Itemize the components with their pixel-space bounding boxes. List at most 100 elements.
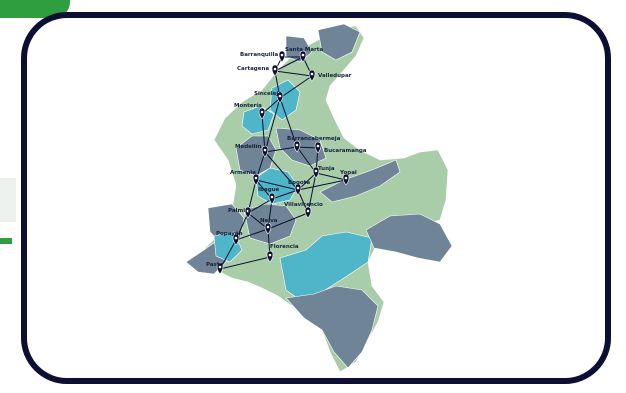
- map-pin-dot: [254, 176, 258, 180]
- city-marker[interactable]: Bucaramanga: [314, 141, 367, 154]
- map-region: [317, 23, 361, 61]
- map-pin-icon: [304, 206, 312, 219]
- route-line: [296, 146, 319, 149]
- route-line: [267, 212, 309, 230]
- map-region: [285, 285, 379, 369]
- route-line: [219, 256, 271, 270]
- map-pin-dot: [266, 225, 270, 229]
- city-label: Bogotá: [288, 179, 310, 186]
- map-pin-icon: [299, 50, 307, 63]
- map-region: [241, 105, 275, 135]
- city-marker[interactable]: Neiva: [260, 218, 278, 235]
- route-line: [271, 189, 299, 200]
- city-label: Armenia: [230, 170, 256, 176]
- map-pin-dot: [234, 236, 238, 240]
- city-label: Montería: [234, 102, 262, 109]
- city-marker[interactable]: Ibagué: [258, 186, 280, 205]
- city-marker[interactable]: Valledupar: [308, 69, 352, 82]
- city-marker[interactable]: Florencia: [266, 244, 299, 263]
- map-pin-dot: [296, 186, 300, 190]
- map-pin-icon: [266, 250, 274, 263]
- map-pin-icon: [216, 262, 224, 275]
- city-marker[interactable]: Pasto: [206, 262, 224, 275]
- map-pin-dot: [263, 148, 267, 152]
- city-label: Villavicencio: [284, 202, 323, 208]
- city-marker[interactable]: Montería: [234, 102, 266, 120]
- route-line: [261, 113, 266, 153]
- route-line: [279, 97, 298, 148]
- side-accent-bar: [0, 238, 12, 244]
- map-region: [365, 213, 453, 263]
- city-label: Florencia: [270, 244, 299, 250]
- city-label: Ibagué: [258, 186, 280, 193]
- city-label: Popayán: [216, 230, 243, 237]
- route-line: [274, 56, 304, 72]
- route-line: [264, 97, 281, 153]
- route-line: [235, 228, 269, 241]
- city-markers: Santa MartaBarranquillaCartagenaValledup…: [206, 47, 367, 275]
- city-marker[interactable]: Popayán: [216, 230, 243, 246]
- side-panel: [0, 178, 16, 222]
- city-label: Valledupar: [318, 73, 352, 79]
- map-pin-dot: [218, 265, 222, 269]
- map-pin-dot: [301, 53, 305, 57]
- city-marker[interactable]: Medellín: [235, 143, 269, 158]
- map-pin-icon: [293, 140, 301, 153]
- map-pin-icon: [314, 141, 322, 154]
- city-marker[interactable]: Barrancabermeja: [287, 136, 341, 153]
- city-marker[interactable]: Barranquilla: [240, 50, 286, 63]
- city-marker[interactable]: Villavicencio: [284, 202, 323, 219]
- city-marker[interactable]: Armenia: [230, 170, 260, 186]
- route-line: [297, 179, 347, 191]
- route-line: [247, 198, 273, 214]
- route-line: [307, 172, 317, 214]
- city-label: Barranquilla: [240, 52, 278, 58]
- route-line: [279, 75, 313, 99]
- map-pin-dot: [316, 144, 320, 148]
- city-label: Bucaramanga: [324, 148, 367, 154]
- map-pin-icon: [264, 222, 272, 235]
- route-line: [255, 179, 299, 191]
- city-marker[interactable]: Sincelejo: [254, 91, 284, 104]
- map-pin-dot: [314, 169, 318, 173]
- route-line: [296, 146, 317, 174]
- route-line: [274, 70, 313, 77]
- map-pin-dot: [295, 143, 299, 147]
- route-line: [264, 146, 298, 153]
- city-label: Medellín: [235, 143, 262, 150]
- map-pin-dot: [306, 209, 310, 213]
- map-pin-icon: [258, 107, 266, 120]
- map-pin-icon: [342, 173, 350, 186]
- map-pin-dot: [344, 176, 348, 180]
- map-pin-dot: [278, 94, 282, 98]
- city-marker[interactable]: Bogotá: [288, 179, 310, 196]
- city-marker[interactable]: Palmira: [228, 206, 252, 219]
- map-pin-icon: [268, 192, 276, 205]
- city-label: Sincelejo: [254, 91, 282, 97]
- city-marker[interactable]: Yopal: [339, 170, 357, 186]
- city-marker[interactable]: Santa Marta: [285, 47, 323, 63]
- city-label: Pasto: [206, 262, 223, 268]
- route-line: [315, 172, 347, 181]
- map-pin-dot: [310, 72, 314, 76]
- city-marker[interactable]: Cartagena: [237, 64, 279, 77]
- map-pin-icon: [276, 91, 284, 104]
- map-pin-icon: [232, 233, 240, 246]
- map-region: [255, 167, 299, 205]
- map-pin-icon: [278, 50, 286, 63]
- map-pin-dot: [270, 195, 274, 199]
- map-pin-icon: [308, 69, 316, 82]
- city-label: Yopal: [339, 170, 357, 176]
- map-pin-dot: [273, 67, 277, 71]
- city-marker[interactable]: Tunja: [312, 166, 335, 179]
- map-pin-dot: [260, 110, 264, 114]
- map-pin-icon: [312, 166, 320, 179]
- city-label: Tunja: [318, 166, 335, 172]
- city-label: Palmira: [228, 208, 252, 214]
- map-pin-icon: [252, 173, 260, 186]
- city-label: Neiva: [260, 218, 278, 224]
- city-label: Santa Marta: [285, 47, 323, 53]
- map-pin-dot: [268, 253, 272, 257]
- city-label: Barrancabermeja: [287, 136, 341, 142]
- map-region: [319, 159, 401, 203]
